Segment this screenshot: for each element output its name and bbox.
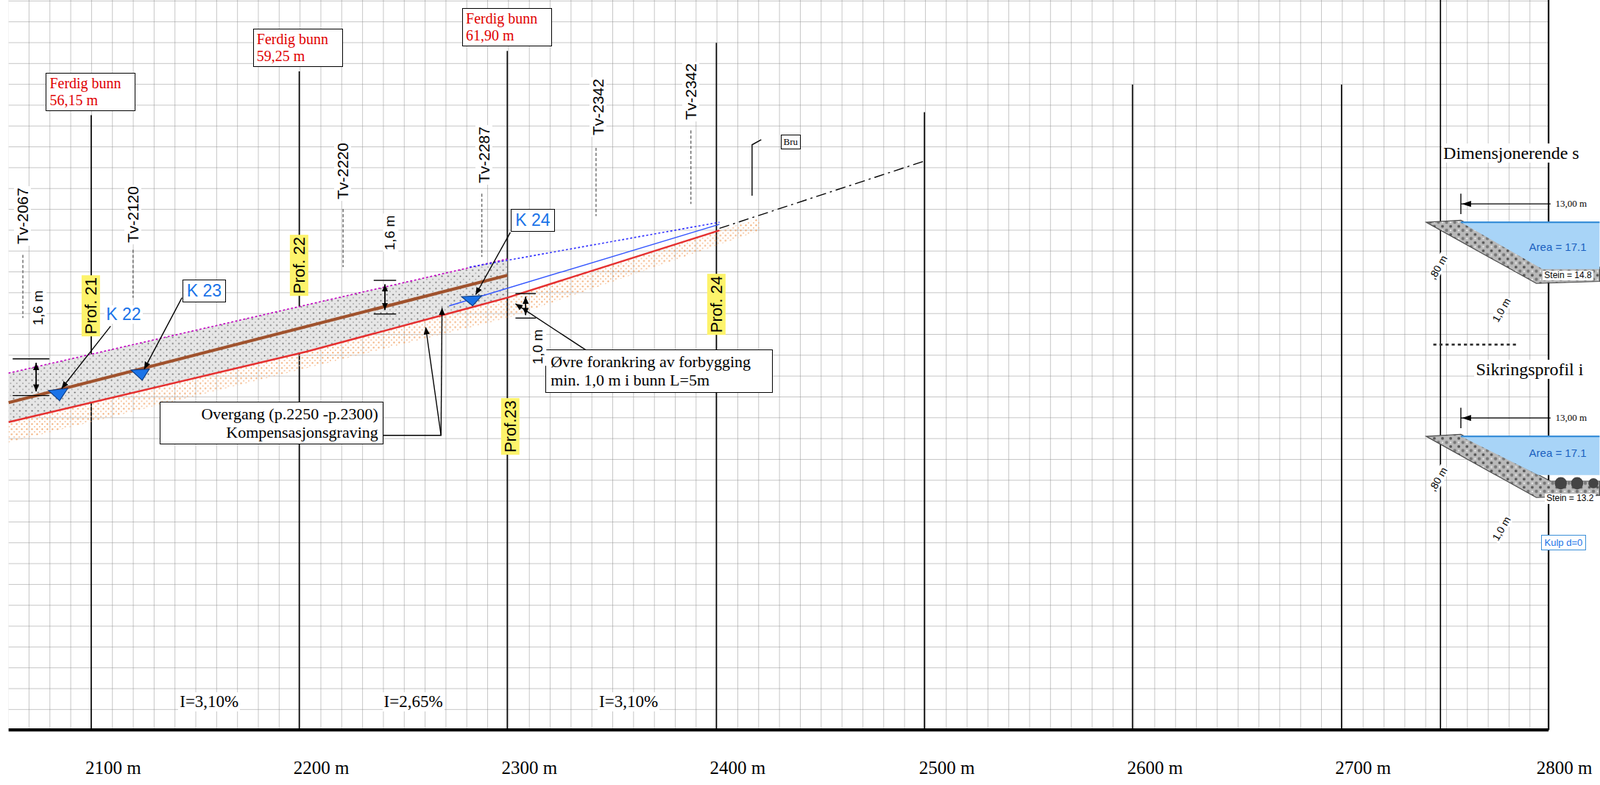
dimension-label: 1,0 m [530, 328, 547, 367]
label-text: Sikringsprofil i [1475, 359, 1584, 380]
profile-tag: Prof.23 [501, 398, 520, 455]
section-title: Sikringsprofil i [1474, 359, 1585, 380]
box-text: Øvre forankring av forbygging min. 1,0 m… [550, 352, 768, 391]
axis-label: 2400 m [708, 758, 767, 779]
level-box: Ferdig bunn 56,15 m [45, 72, 136, 112]
label-text: Stein = 13.2 [1546, 493, 1594, 504]
profile-tag: Prof. 21 [81, 275, 101, 338]
slope-label: I=3,10% [178, 692, 240, 711]
level-box: Ferdig bunn 61,90 m [462, 8, 552, 47]
axis-label: 2600 m [1125, 758, 1185, 779]
label-text: 1,0 m [530, 329, 547, 366]
note-box: Overgang (p.2250 -p.2300) Kompensasjonsg… [159, 401, 384, 446]
label-text: 1,6 m [30, 290, 47, 327]
label-text: Tv-2067 [13, 187, 31, 245]
profile-tag: Prof. 24 [707, 273, 726, 335]
box-text: Prof. 21 [81, 278, 101, 335]
station-label: Tv-2342 [589, 77, 607, 137]
bridge-tag: Bru [780, 134, 802, 150]
label-text: I=2,65% [384, 692, 444, 711]
slope-label: I=2,65% [382, 692, 445, 711]
box-text: Prof.23 [501, 400, 520, 453]
label-text: Stein = 14.8 [1544, 270, 1592, 281]
level-box: Ferdig bunn 59,25 m [253, 28, 343, 67]
note-box: Øvre forankring av forbygging min. 1,0 m… [545, 349, 773, 394]
label-text: Tv-2342 [682, 63, 700, 120]
label-text: Tv-2342 [589, 78, 607, 136]
dimension-label: 13,00 m [1554, 412, 1589, 424]
label-text: Dimensjonerende s [1443, 143, 1580, 163]
box-text: Ferdig bunn 56,15 m [49, 75, 132, 109]
box-text: K 24 [515, 210, 550, 230]
label-text: 1,6 m [382, 214, 399, 251]
station-label: Tv-2342 [682, 61, 700, 122]
pool-tag: Kulp d=0 [1541, 535, 1587, 551]
label-text: K 22 [105, 305, 141, 324]
dimension-label: 13,00 m [1554, 198, 1589, 210]
label-text: 2800 m [1536, 758, 1593, 779]
label-text: 13,00 m [1555, 412, 1588, 424]
label-text: Tv-2120 [124, 186, 142, 243]
box-text: Ferdig bunn 59,25 m [256, 30, 340, 65]
label-text: Tv-2287 [475, 126, 493, 184]
label-text: Tv-2220 [334, 142, 352, 200]
box-text: K 23 [186, 281, 222, 301]
axis-label: 2500 m [917, 758, 977, 779]
label-text: Area = 17.1 [1529, 241, 1587, 254]
station-label: Tv-2287 [475, 125, 493, 185]
box-text: Ferdig bunn 61,90 m [465, 10, 549, 45]
area-label: Area = 17.1 [1527, 241, 1589, 254]
callout-number: K 22 [104, 305, 143, 324]
label-text: I=3,10% [179, 692, 239, 711]
axis-label: 2800 m [1535, 758, 1595, 779]
label-text: 2400 m [709, 758, 766, 779]
profile-tag: Prof. 22 [289, 234, 309, 296]
box-text: Prof. 24 [707, 275, 726, 333]
axis-label: 2200 m [292, 758, 352, 779]
station-label: Tv-2220 [334, 141, 352, 201]
label-text: Area = 17.1 [1529, 447, 1587, 460]
axis-label: 2700 m [1333, 758, 1393, 779]
slope-label: I=3,10% [597, 692, 660, 711]
axis-label: 2100 m [83, 758, 143, 779]
station-label: Tv-2067 [13, 186, 31, 246]
label-text: I=3,10% [599, 692, 658, 711]
section-title: Dimensjonerende s [1441, 143, 1581, 163]
dimension-label: 1,6 m [382, 213, 399, 252]
label-text: 2500 m [919, 758, 976, 779]
box-text: Prof. 22 [289, 236, 309, 294]
axis-label: 2300 m [500, 758, 560, 779]
callout-box: K 24 [510, 209, 555, 232]
label-text: 13,00 m [1555, 198, 1588, 210]
dimension-label: 1,6 m [30, 289, 47, 328]
stone-label: Stein = 13.2 [1544, 493, 1595, 504]
label-text: 2700 m [1335, 758, 1391, 779]
label-text: 2300 m [501, 758, 558, 779]
stone-label: Stein = 14.8 [1542, 270, 1593, 281]
callout-box: K 23 [182, 279, 226, 302]
box-text: Overgang (p.2250 -p.2300) Kompensasjonsg… [164, 404, 379, 443]
label-text: 2200 m [293, 758, 350, 779]
label-text: 2100 m [85, 758, 142, 779]
box-text: Kulp d=0 [1544, 537, 1584, 549]
box-text: Bru [783, 136, 799, 148]
area-label: Area = 17.1 [1527, 447, 1589, 460]
station-label: Tv-2120 [124, 184, 142, 245]
label-text: 2600 m [1126, 758, 1183, 779]
